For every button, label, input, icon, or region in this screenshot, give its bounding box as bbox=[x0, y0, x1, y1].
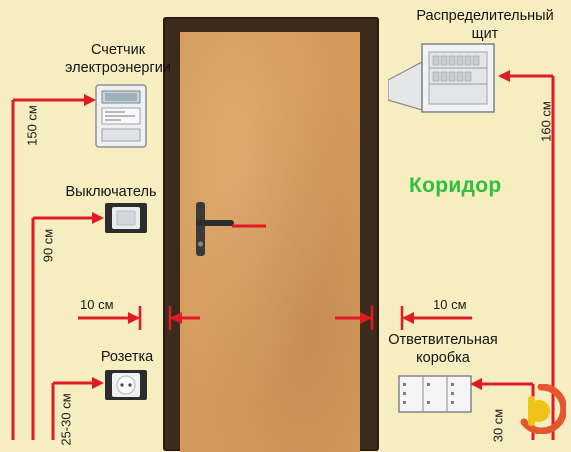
socket-label: Розетка bbox=[100, 349, 154, 365]
switch-height-dim: 90 см bbox=[40, 228, 56, 263]
distribution-panel-icon bbox=[388, 43, 495, 113]
panel-label: Распределительный щит bbox=[400, 7, 570, 43]
junction-label-line-1: Ответвительная bbox=[388, 332, 498, 348]
junction-box-icon bbox=[398, 375, 472, 413]
switch-label: Выключатель bbox=[65, 184, 157, 200]
junction-label-line-2: коробка bbox=[416, 350, 470, 366]
logo-icon bbox=[520, 384, 566, 434]
left-gap-dim: 10 см bbox=[80, 297, 114, 312]
door bbox=[180, 32, 360, 452]
junction-label: Ответвительная коробка bbox=[378, 331, 508, 367]
panel-label-line-1: Распределительный bbox=[416, 8, 554, 24]
right-gap-dim: 10 см bbox=[433, 297, 467, 312]
meter-label: Счетчик электроэнергии bbox=[60, 41, 176, 77]
electricity-meter-icon bbox=[95, 84, 147, 148]
meter-height-dim: 150 см bbox=[24, 105, 40, 146]
corridor-label: Коридор bbox=[409, 174, 502, 197]
door-handle-icon bbox=[196, 202, 234, 256]
light-switch-icon bbox=[105, 203, 147, 233]
panel-height-dim: 160 см bbox=[538, 101, 554, 142]
junction-height-dim: 30 см bbox=[490, 408, 506, 443]
panel-label-line-2: щит bbox=[471, 26, 499, 42]
meter-label-line-1: Счетчик bbox=[90, 42, 146, 58]
meter-label-line-2: электроэнергии bbox=[65, 60, 171, 76]
socket-height-dim: 25-30 см bbox=[58, 393, 74, 446]
power-socket-icon bbox=[105, 370, 147, 400]
